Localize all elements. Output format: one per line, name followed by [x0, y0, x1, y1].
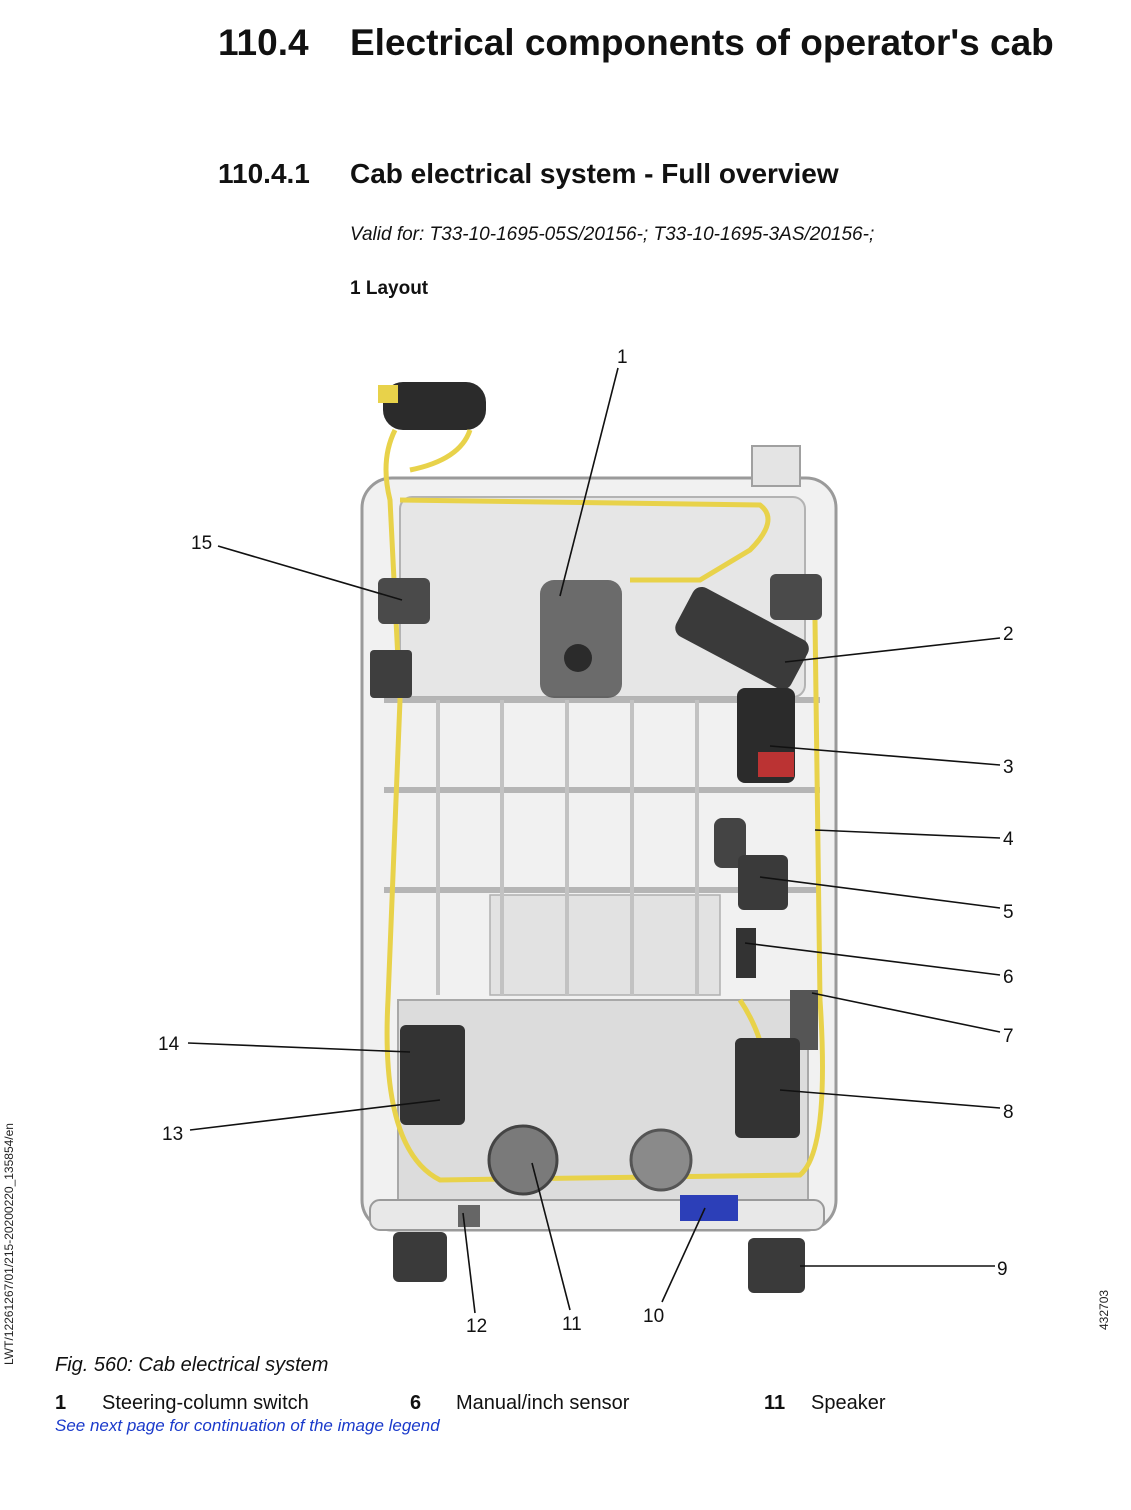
leader-lines — [187, 367, 1001, 1314]
callout-7: 7 — [1003, 1026, 1014, 1047]
callout-4: 4 — [1003, 829, 1014, 850]
image-id: 432703 — [1097, 1289, 1111, 1330]
legend-label: Speaker — [811, 1392, 886, 1414]
callout-8: 8 — [1003, 1102, 1014, 1123]
continuation-link[interactable]: See next page for continuation of the im… — [55, 1416, 440, 1435]
figure-caption: Fig. 560: Cab electrical system — [55, 1354, 329, 1376]
legend-number: 11 — [764, 1392, 786, 1414]
callout-9: 9 — [997, 1259, 1008, 1280]
callout-14: 14 — [158, 1034, 180, 1055]
legend-item: 6 Manual/inch sensor — [410, 1392, 629, 1415]
callout-1: 1 — [617, 347, 628, 368]
callout-11: 11 — [562, 1314, 582, 1335]
callout-12: 12 — [466, 1316, 487, 1337]
callout-15: 15 — [191, 533, 212, 554]
subsection-heading: 110.4.1 Cab electrical system - Full over… — [218, 158, 839, 190]
legend-label: Steering-column switch — [102, 1392, 309, 1414]
valid-for-text: Valid for: T33-10-1695-05S/20156-; T33-1… — [350, 224, 875, 245]
section-number: 110.4 — [218, 22, 309, 63]
legend-number: 6 — [410, 1392, 422, 1414]
legend-item: 11 Speaker — [764, 1392, 886, 1415]
callout-2: 2 — [1003, 624, 1014, 645]
cab-diagram: 1 2 3 4 5 6 7 8 9 10 11 12 13 14 15 — [158, 347, 1014, 1337]
roof-unit — [378, 382, 801, 487]
document-code: LWT/12261267/01/215-20200220_135854/en — [2, 1123, 16, 1365]
subsection-number: 110.4.1 — [218, 158, 310, 189]
legend-label: Manual/inch sensor — [456, 1392, 630, 1414]
callout-13: 13 — [162, 1124, 183, 1145]
callout-6: 6 — [1003, 967, 1014, 988]
section-title: Electrical components of operator's cab — [350, 22, 1054, 63]
legend-item: 1 Steering-column switch — [55, 1392, 309, 1415]
callout-3: 3 — [1003, 757, 1014, 778]
subsection-title: Cab electrical system - Full overview — [350, 158, 839, 189]
components — [370, 574, 822, 1293]
legend-number: 1 — [55, 1392, 67, 1414]
callout-5: 5 — [1003, 902, 1014, 923]
callout-10: 10 — [643, 1306, 664, 1327]
callout-labels: 1 2 3 4 5 6 7 8 9 10 11 12 13 14 15 — [158, 347, 1014, 1337]
layout-label: 1 Layout — [350, 278, 429, 299]
section-heading: 110.4 Electrical components of operator's… — [218, 22, 1054, 64]
